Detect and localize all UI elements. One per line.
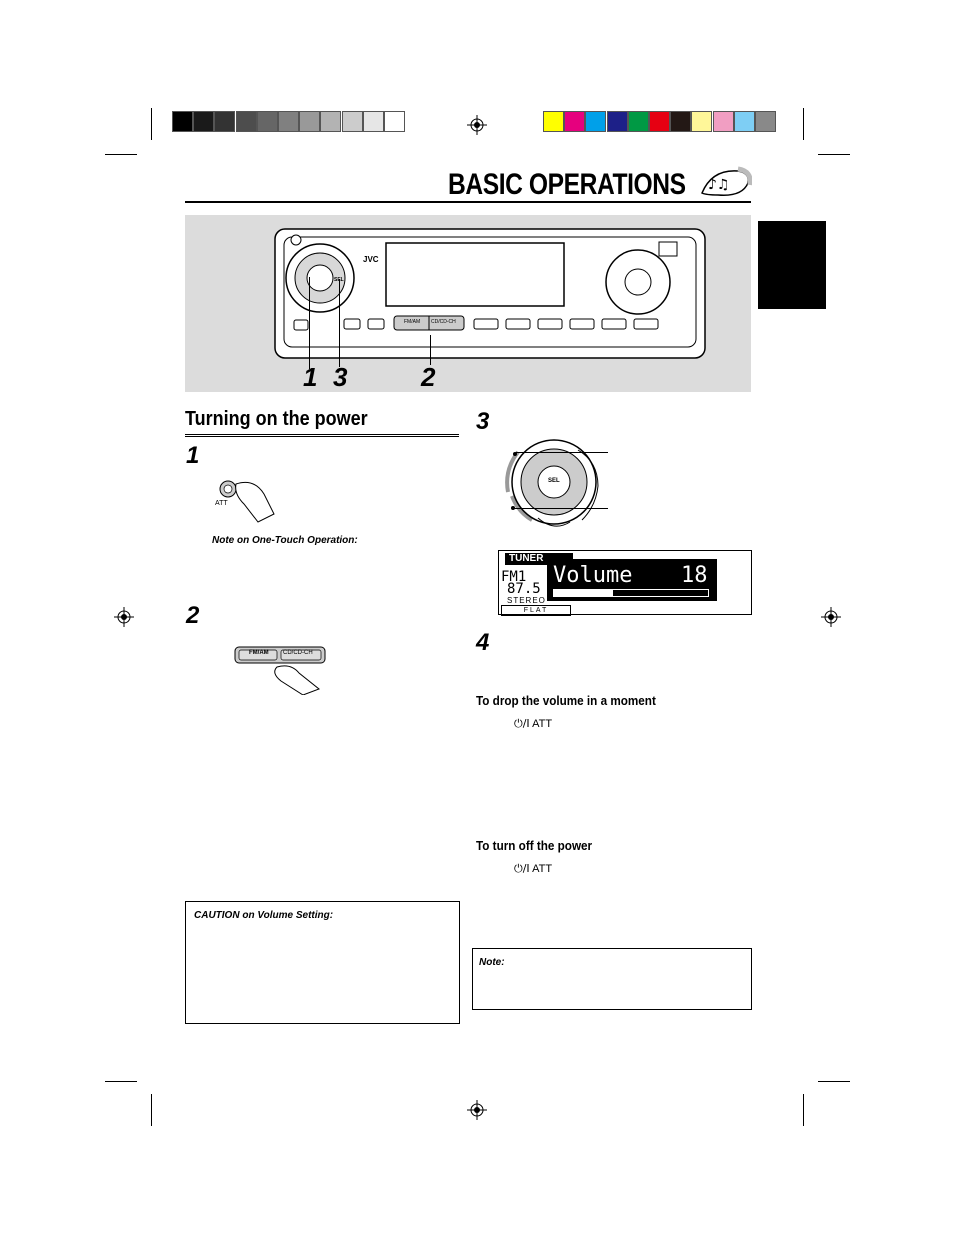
- registration-target-icon: [467, 115, 487, 135]
- step-4-number: 4: [476, 629, 490, 656]
- turn-off-heading: To turn off the power: [476, 838, 593, 853]
- color-swatch: [235, 111, 257, 132]
- att-text: ATT: [532, 718, 553, 730]
- drop-volume-heading: To drop the volume in a moment: [476, 693, 656, 708]
- registration-target-icon: [114, 607, 134, 627]
- color-swatch: [691, 111, 713, 132]
- power-icon: ⏻/I: [514, 862, 530, 875]
- cd-label: CD/CD-CH: [431, 319, 456, 325]
- color-swatch: [384, 111, 405, 132]
- band-readout: FM1: [501, 569, 527, 585]
- one-touch-note: Note on One-Touch Operation:: [212, 535, 358, 546]
- caution-heading: CAUTION on Volume Setting:: [194, 910, 334, 921]
- color-swatch: [733, 111, 755, 132]
- registration-target-icon: [821, 607, 841, 627]
- color-swatch: [670, 111, 692, 132]
- callout-1: 1: [303, 362, 318, 392]
- color-swatch: [585, 111, 607, 132]
- unit-illustration-panel: JVC SEL FM/AM CD/CD-CH: [185, 215, 751, 392]
- power-icon: ⏻/I: [514, 717, 530, 730]
- eq-indicator: FLAT: [501, 605, 571, 616]
- note-box: Note:: [472, 948, 752, 1010]
- color-swatch: [627, 111, 649, 132]
- color-swatch: [214, 111, 236, 132]
- page-title: BASIC OPERATIONS: [448, 168, 686, 201]
- color-swatch: [193, 111, 215, 132]
- callout-3: 3: [333, 362, 348, 392]
- source-buttons-press-icon: [234, 646, 326, 695]
- volume-level-bar: [553, 589, 709, 597]
- color-swatch: [755, 111, 776, 132]
- drop-volume-button: ⏻/I ATT: [514, 717, 552, 731]
- cd-button-label[interactable]: CD/CD-CH: [283, 650, 313, 656]
- color-swatch: [712, 111, 734, 132]
- color-swatch: [320, 111, 342, 132]
- color-swatch: [278, 111, 299, 132]
- att-text: ATT: [532, 863, 553, 875]
- color-swatch: [362, 111, 384, 132]
- section-rule: [185, 434, 459, 437]
- section-heading: Turning on the power: [185, 408, 368, 430]
- sel-label: SEL: [334, 277, 344, 283]
- frequency-readout: 87.5: [507, 581, 541, 597]
- language-tab: [758, 221, 826, 309]
- att-button-label: ATT: [215, 500, 228, 507]
- svg-text:♪♫: ♪♫: [708, 177, 730, 193]
- fm-am-button-label[interactable]: FM/AM: [249, 650, 269, 656]
- callout-2: 2: [421, 362, 436, 392]
- step-3-number: 3: [476, 408, 490, 435]
- volume-overlay: Volume 18: [547, 559, 717, 601]
- title-rule: [185, 201, 751, 203]
- color-swatch: [606, 111, 628, 132]
- color-swatch: [564, 111, 586, 132]
- brand-logo: JVC: [363, 255, 379, 264]
- note-heading: Note:: [479, 957, 505, 968]
- step-2-number: 2: [186, 602, 200, 629]
- color-swatch: [256, 111, 278, 132]
- volume-value: 18: [681, 563, 708, 588]
- color-swatch: [172, 111, 193, 132]
- turn-off-button: ⏻/I ATT: [514, 862, 552, 876]
- registration-target-icon: [467, 1100, 487, 1120]
- lcd-display: TUNER FM1 87.5 STEREO FLAT Volume 18: [498, 550, 752, 616]
- color-swatch: [543, 111, 564, 132]
- power-button-press-icon[interactable]: [214, 474, 276, 524]
- color-swatch: [341, 111, 363, 132]
- color-swatch: [299, 111, 321, 132]
- color-swatch: [649, 111, 670, 132]
- volume-label: Volume: [553, 563, 633, 588]
- car-stereo-faceplate: [274, 228, 706, 359]
- music-notes-icon: ♪♫: [701, 166, 752, 196]
- fm-am-label: FM/AM: [404, 319, 421, 325]
- control-dial-turn-icon[interactable]: [498, 432, 610, 532]
- stereo-indicator: STEREO: [507, 596, 546, 605]
- dial-sel-label: SEL: [548, 478, 560, 484]
- step-1-number: 1: [186, 442, 200, 469]
- caution-box: CAUTION on Volume Setting:: [185, 901, 460, 1024]
